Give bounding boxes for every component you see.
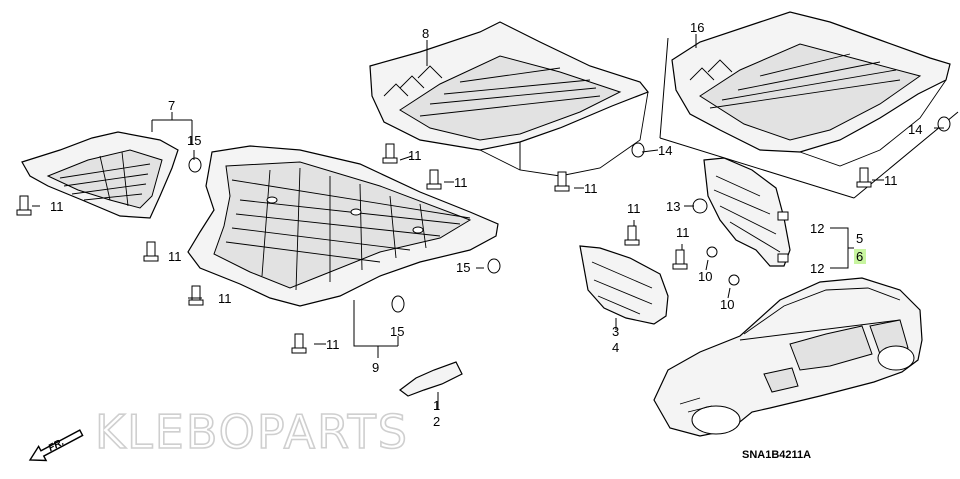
- fasteners: [16, 116, 951, 354]
- bolt-icon: [16, 195, 32, 216]
- callout-11: 11: [627, 201, 641, 216]
- callout-3: 3: [612, 324, 619, 339]
- part-7-cover: [21, 131, 179, 219]
- part-5-6-shield: [703, 157, 791, 267]
- part-3-4-bracket: [579, 245, 669, 330]
- callouts: 7 8 16 15 15 15 11 11 11 11 11 11 11 11 …: [50, 20, 922, 429]
- clip-icon: [188, 157, 202, 173]
- clip-icon: [487, 258, 501, 274]
- part-16-tray: [671, 11, 951, 167]
- callout-10: 10: [720, 297, 734, 312]
- callout-7: 7: [168, 98, 175, 113]
- screw-icon: [706, 246, 718, 258]
- callout-11: 11: [408, 148, 422, 163]
- clip-icon: [391, 295, 405, 313]
- callout-11: 11: [326, 337, 340, 352]
- callout-10: 10: [698, 269, 712, 284]
- callout-12: 12: [810, 261, 824, 276]
- bolt-icon: [672, 249, 688, 270]
- bolt-icon: [554, 171, 570, 192]
- callout-11: 11: [168, 249, 182, 264]
- front-arrow: FR.: [28, 429, 84, 462]
- bolt-icon: [143, 241, 159, 262]
- callout-14: 14: [658, 143, 672, 158]
- car-illustration: [653, 277, 923, 437]
- callout-15: 15: [187, 133, 201, 148]
- callout-14: 14: [908, 122, 922, 137]
- watermark-text: KLEBOPARTS: [95, 405, 409, 459]
- callout-1: 1: [433, 398, 440, 413]
- bolt-icon: [856, 167, 872, 188]
- diagram-code: SNA1B4211A: [742, 449, 811, 461]
- front-arrow-icon: [28, 429, 84, 462]
- bolt-icon: [426, 169, 442, 190]
- callout-5: 5: [856, 231, 863, 246]
- callout-6: 6: [856, 249, 863, 264]
- callout-11: 11: [584, 181, 598, 196]
- bolt-icon: [188, 285, 204, 306]
- callout-16: 16: [690, 20, 704, 35]
- callout-12: 12: [810, 221, 824, 236]
- callout-11: 11: [454, 175, 468, 190]
- part-1-2-strip: [399, 361, 463, 410]
- bolt-icon: [382, 143, 398, 164]
- leader-lines: [32, 34, 944, 358]
- bolt-icon: [291, 333, 307, 354]
- callout-15: 15: [390, 324, 404, 339]
- clip-icon: [631, 142, 645, 158]
- clip-icon: [937, 116, 951, 132]
- callout-11: 11: [218, 291, 232, 306]
- callout-8: 8: [422, 26, 429, 41]
- part-9-cover: [187, 145, 499, 307]
- watermark: KLEBOPARTS: [94, 404, 409, 460]
- callout-4: 4: [612, 340, 619, 355]
- callout-9: 9: [372, 360, 379, 375]
- callout-6-highlight: [854, 249, 866, 264]
- callout-11: 11: [676, 225, 690, 240]
- callout-11: 11: [884, 173, 898, 188]
- callout-11: 11: [50, 199, 64, 214]
- part-8-tray: [369, 21, 649, 177]
- nut-icon: [692, 198, 708, 214]
- callout-2: 2: [433, 414, 440, 429]
- screw-icon: [728, 274, 740, 286]
- callout-13: 13: [666, 199, 680, 214]
- callout-15: 15: [456, 260, 470, 275]
- bolt-icon: [624, 225, 640, 246]
